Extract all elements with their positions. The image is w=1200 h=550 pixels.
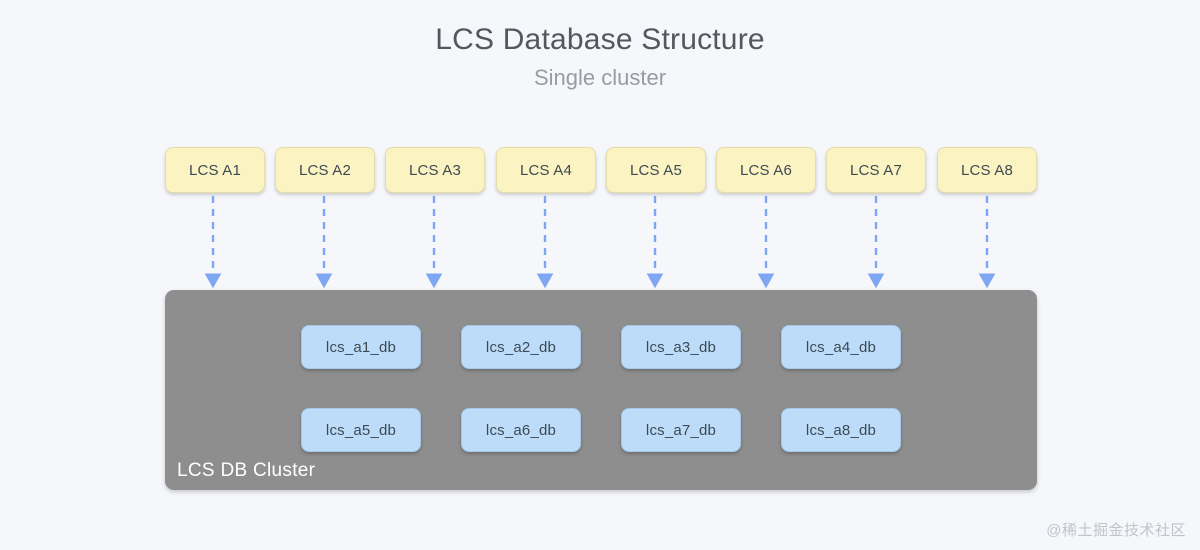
service-box-lcs-a6[interactable]: LCS A6 [716, 147, 816, 193]
database-box-lcs-a6-db[interactable]: lcs_a6_db [461, 408, 581, 452]
service-box-lcs-a3[interactable]: LCS A3 [385, 147, 485, 193]
service-box-lcs-a8[interactable]: LCS A8 [937, 147, 1037, 193]
service-box-lcs-a2[interactable]: LCS A2 [275, 147, 375, 193]
database-box-lcs-a4-db[interactable]: lcs_a4_db [781, 325, 901, 369]
database-box-label: lcs_a6_db [485, 421, 557, 439]
database-box-lcs-a3-db[interactable]: lcs_a3_db [621, 325, 741, 369]
database-box-label: lcs_a5_db [325, 421, 397, 439]
service-box-label: LCS A6 [739, 161, 793, 179]
service-box-label: LCS A4 [519, 161, 573, 179]
page-title: LCS Database Structure [435, 23, 765, 56]
service-box-label: LCS A8 [960, 161, 1014, 179]
service-box-label: LCS A5 [629, 161, 683, 179]
watermark: @稀土掘金技术社区 [1046, 522, 1186, 539]
service-box-label: LCS A2 [298, 161, 352, 179]
database-box-lcs-a1-db[interactable]: lcs_a1_db [301, 325, 421, 369]
service-box-row: LCS A1 LCS A2 LCS A3 LCS A4 LCS A5 LCS A… [165, 147, 1037, 193]
database-box-label: lcs_a2_db [485, 338, 557, 356]
service-box-lcs-a4[interactable]: LCS A4 [496, 147, 596, 193]
database-grid: lcs_a1_db lcs_a2_db lcs_a3_db lcs_a4_db … [165, 290, 1037, 490]
database-box-label: lcs_a8_db [805, 421, 877, 439]
diagram-header: LCS Database Structure Single cluster [0, 20, 1200, 94]
database-box-lcs-a8-db[interactable]: lcs_a8_db [781, 408, 901, 452]
database-box-label: lcs_a4_db [805, 338, 877, 356]
database-box-lcs-a2-db[interactable]: lcs_a2_db [461, 325, 581, 369]
page-subtitle: Single cluster [533, 65, 667, 90]
service-box-lcs-a7[interactable]: LCS A7 [826, 147, 926, 193]
database-box-label: lcs_a1_db [325, 338, 397, 356]
service-box-label: LCS A1 [188, 161, 242, 179]
database-box-label: lcs_a3_db [645, 338, 717, 356]
service-box-lcs-a1[interactable]: LCS A1 [165, 147, 265, 193]
lcs-db-cluster[interactable]: lcs_a1_db lcs_a2_db lcs_a3_db lcs_a4_db … [165, 290, 1037, 490]
service-box-label: LCS A3 [408, 161, 462, 179]
service-box-lcs-a5[interactable]: LCS A5 [606, 147, 706, 193]
database-box-lcs-a7-db[interactable]: lcs_a7_db [621, 408, 741, 452]
cluster-label: LCS DB Cluster [177, 460, 316, 481]
database-box-label: lcs_a7_db [645, 421, 717, 439]
service-box-label: LCS A7 [849, 161, 903, 179]
database-box-lcs-a5-db[interactable]: lcs_a5_db [301, 408, 421, 452]
